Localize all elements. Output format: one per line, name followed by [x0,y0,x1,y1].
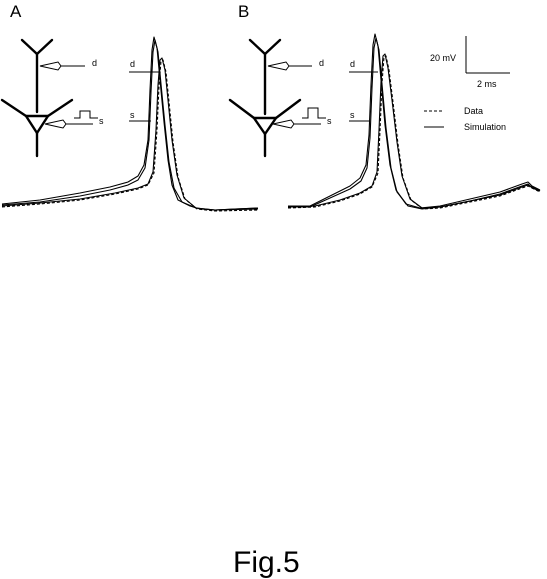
panel-b-current-step-icon [302,107,326,119]
panel-a-soma-electrode-tip [44,119,67,129]
panel-b-trace-d-label: d [350,59,355,69]
panel-a-trace-d-label: d [130,59,135,69]
panel-a-current-step-icon [74,110,98,119]
panel-a-dendrite-electrode-tip [39,61,62,71]
panel-a-neuron-schematic: d s [0,38,104,158]
panel-a-soma-simulation-trace [1,39,259,211]
panel-b-basal-dendrite-left [228,98,256,120]
scale-bar: 20 mV 2 ms [430,36,510,89]
panel-b: B d s d s [228,2,541,210]
panel-b-soma-simulation-trace [288,37,541,210]
figure-caption: Fig.5 [233,546,300,579]
panel-a-dendrite-data-trace [1,59,259,212]
panel-b-apical-tuft-left [248,38,267,56]
panel-a-dendrite-electrode: d [39,58,97,71]
panel-b-soma-electrode: s [272,107,332,129]
panel-b-traces: d s [287,33,541,210]
panel-a: A d s d s [0,2,259,212]
panel-a-dendrite-trace [1,57,259,211]
panel-a-trace-s-label: s [130,110,135,120]
legend-data-label: Data [464,106,483,116]
panel-a-basal-dendrite-left [0,98,28,118]
panel-b-neuron-schematic: d s [228,38,332,158]
panel-a-letter: A [10,2,22,21]
panel-a-traces: d s [1,36,259,212]
panel-b-soma-electrode-tip [272,119,295,129]
scale-bar-voltage-label: 20 mV [430,53,456,63]
legend-simulation-label: Simulation [464,122,506,132]
panel-b-apical-tuft-right [263,38,282,56]
panel-b-letter: B [238,2,249,21]
panel-b-soma-label: s [327,116,332,126]
scale-bar-time-label: 2 ms [477,79,497,89]
panel-a-basal-dendrite-right [46,98,74,118]
panel-b-dendrite-data-trace [287,55,541,210]
panel-a-apical-tuft-left [20,38,39,56]
panel-b-basal-dendrite-right [274,98,302,120]
panel-a-dendrite-label: d [92,58,97,68]
legend: Data Simulation [424,106,506,132]
panel-b-soma [252,116,278,136]
panel-a-apical-tuft-right [35,38,54,56]
panel-b-dendrite-label: d [319,58,324,68]
panel-a-soma [24,114,50,135]
panel-b-trace-s-label: s [350,110,355,120]
panel-a-soma-label: s [99,116,104,126]
panel-b-soma-trace [288,33,541,209]
panel-b-dendrite-electrode: d [267,58,324,71]
panel-b-dendrite-trace [287,53,541,209]
panel-b-dendrite-electrode-tip [267,61,290,71]
panel-a-soma-electrode: s [44,110,104,129]
